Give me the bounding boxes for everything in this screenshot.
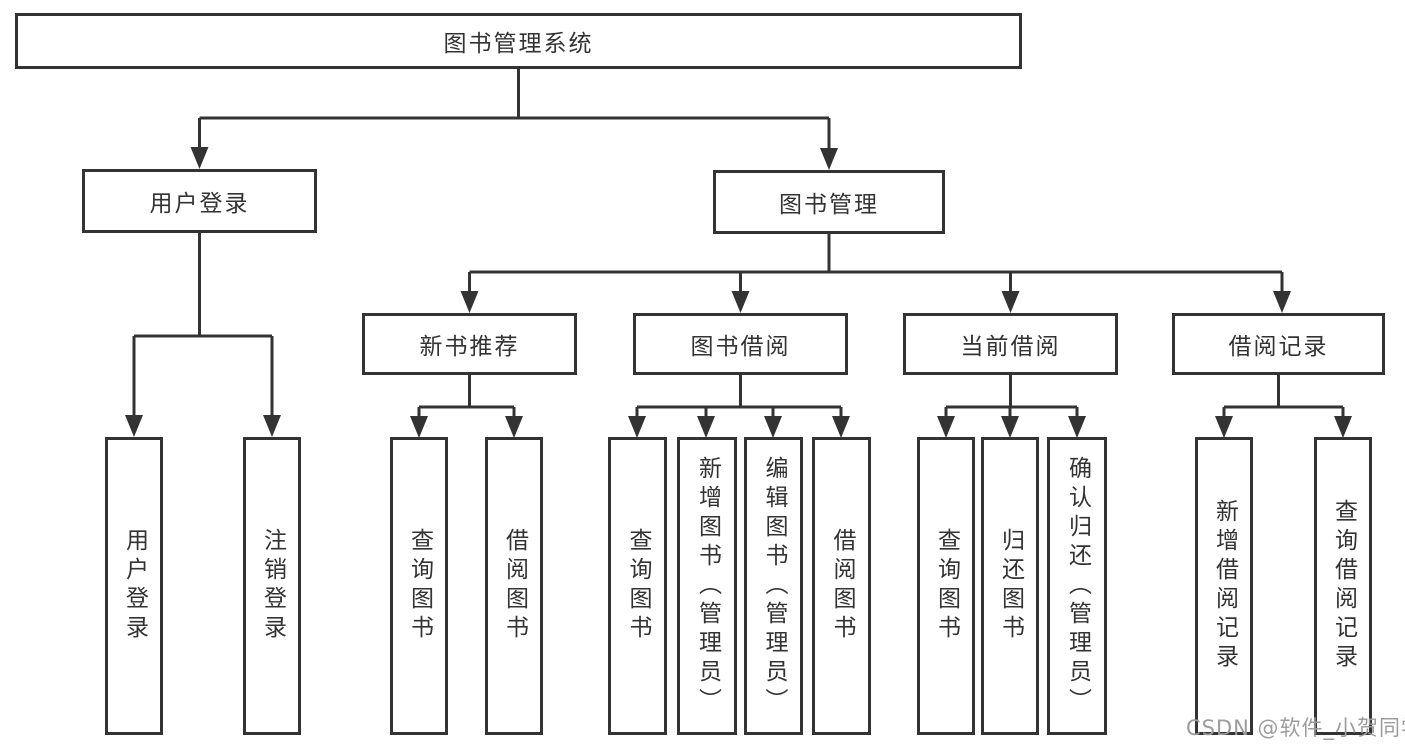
node-user-login: 用户登录 [82, 169, 317, 233]
node-leaf-confirm-return-admin: 确认归还（管理员） [1047, 437, 1107, 735]
node-book-management: 图书管理 [713, 170, 945, 234]
node-borrowing-records: 借阅记录 [1172, 313, 1385, 375]
node-book-borrowing: 图书借阅 [633, 313, 848, 375]
node-library-management-system: 图书管理系统 [15, 13, 1022, 69]
node-leaf-logout: 注销登录 [243, 437, 301, 735]
node-leaf-edit-book-admin: 编辑图书（管理员） [744, 437, 803, 735]
node-leaf-query-borrow-record: 查询借阅记录 [1314, 437, 1372, 735]
node-leaf-add-book-admin: 新增图书（管理员） [677, 437, 737, 735]
node-leaf-user-login: 用户登录 [105, 437, 163, 735]
node-leaf-query-books-1: 查询图书 [390, 437, 448, 735]
node-leaf-borrow-books-2: 借阅图书 [812, 437, 871, 735]
csdn-watermark: CSDN @软件_小贺同学 [1186, 716, 1405, 740]
node-leaf-add-borrow-record: 新增借阅记录 [1195, 437, 1253, 735]
arrowheads [125, 147, 1352, 438]
node-new-book-recommendation: 新书推荐 [362, 313, 577, 375]
node-leaf-borrow-books-1: 借阅图书 [485, 437, 543, 735]
node-leaf-query-books-2: 查询图书 [608, 437, 667, 735]
node-current-borrowing: 当前借阅 [903, 313, 1118, 375]
node-leaf-query-books-3: 查询图书 [917, 437, 975, 735]
node-leaf-return-book: 归还图书 [981, 437, 1039, 735]
